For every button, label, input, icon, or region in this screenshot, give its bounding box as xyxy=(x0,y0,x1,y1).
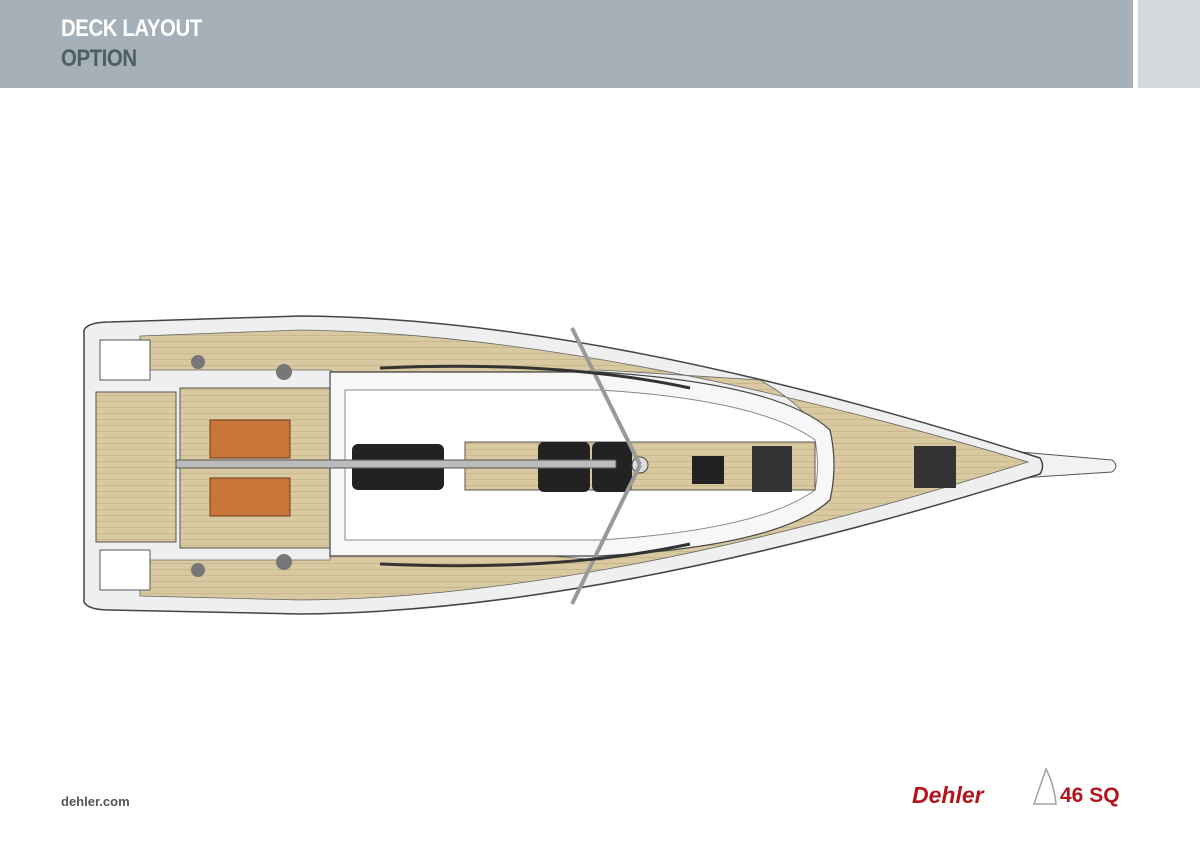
spreader xyxy=(570,464,642,605)
logo-model: 46 SQ xyxy=(1060,784,1120,807)
hatch xyxy=(752,446,792,492)
hatch xyxy=(692,456,724,484)
jib-track xyxy=(379,364,691,390)
boom xyxy=(175,459,617,469)
header-side-tab xyxy=(1138,0,1200,88)
stern-seating xyxy=(95,391,177,543)
sail-icon xyxy=(1032,768,1057,805)
logo-brand: Dehler xyxy=(912,782,984,808)
winch xyxy=(276,554,292,570)
winch xyxy=(276,364,292,380)
spreader xyxy=(570,327,642,466)
page-subtitle: OPTION xyxy=(61,45,137,72)
fore-hatch xyxy=(914,446,956,488)
jib-track xyxy=(379,542,691,568)
bowsprit xyxy=(1019,451,1117,479)
cockpit-seat-starboard xyxy=(209,477,291,517)
website-link[interactable]: dehler.com xyxy=(61,794,130,809)
dehler-logo: Dehler 46 SQ xyxy=(912,768,1142,808)
cockpit-seat-port xyxy=(209,419,291,459)
winch xyxy=(191,563,205,577)
header-bar: DECK LAYOUT OPTION xyxy=(0,0,1133,88)
stern-locker-port xyxy=(99,339,151,381)
winch xyxy=(191,355,205,369)
stern-locker-starboard xyxy=(99,549,151,591)
page-title: DECK LAYOUT xyxy=(61,15,202,42)
